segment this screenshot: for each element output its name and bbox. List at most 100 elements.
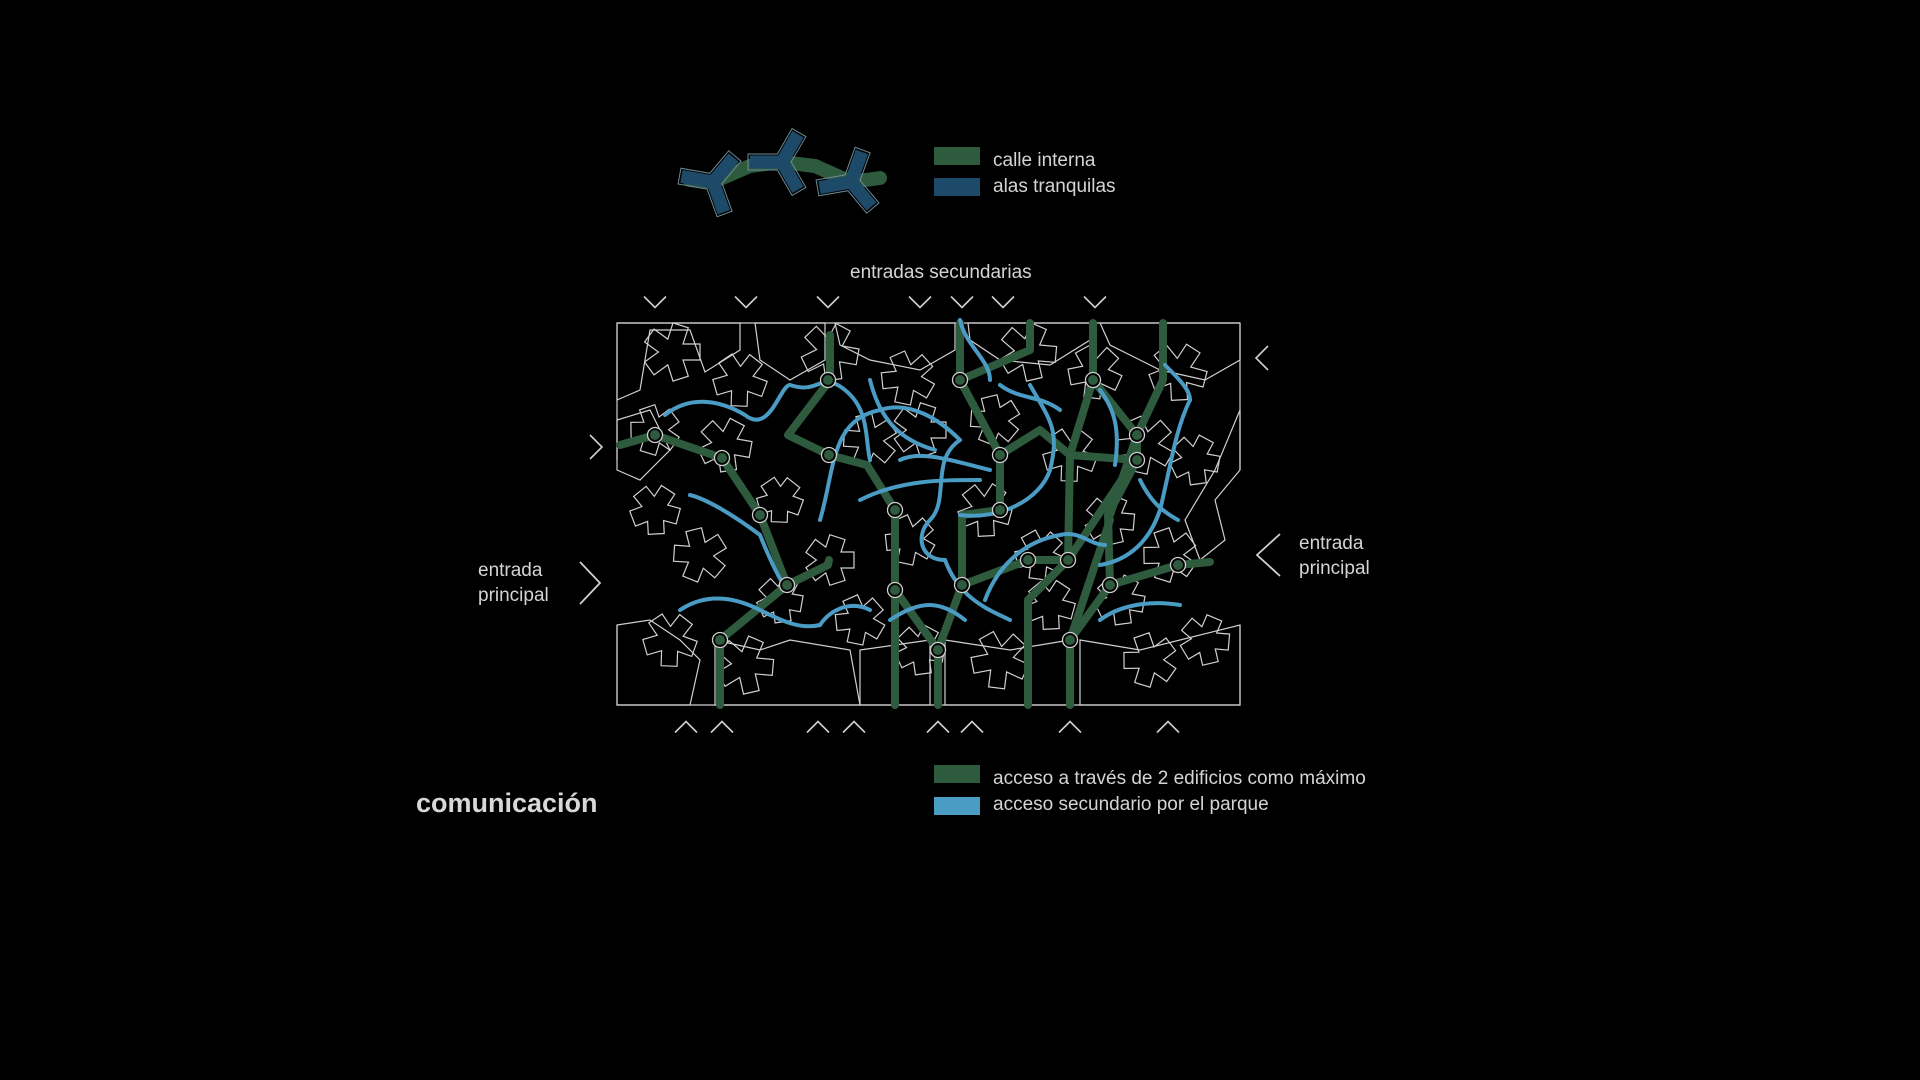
secondary-entrances-label: entradas secundarias — [850, 262, 1032, 283]
legend-label-quiet-wings: alas tranquilas — [993, 176, 1116, 197]
park-path — [983, 531, 1107, 602]
secondary-entrance-arrow-up — [926, 720, 950, 734]
building-cluster-icon — [677, 127, 887, 218]
park-path — [663, 383, 792, 422]
park-path — [858, 478, 982, 502]
building-outline — [1179, 614, 1231, 666]
street-node-fill — [823, 375, 833, 385]
internal-streets — [616, 319, 1214, 709]
secondary-entrance-arrow-up — [806, 720, 830, 734]
park-path — [868, 378, 937, 452]
building-outline — [697, 417, 753, 473]
park-path — [958, 318, 992, 382]
block-outline — [834, 322, 956, 371]
internal-street — [1106, 558, 1214, 589]
legend-label-access-buildings: acceso a través de 2 edificios como máxi… — [993, 768, 1366, 789]
secondary-entrance-arrow-up — [842, 720, 866, 734]
main-entrance-left-arrow — [579, 561, 602, 605]
park-path — [1138, 478, 1180, 522]
entrance-arrows — [579, 295, 1281, 734]
internal-street — [716, 581, 791, 709]
internal-street — [616, 431, 726, 462]
icon-wing — [846, 177, 877, 211]
internal-street — [1106, 431, 1141, 519]
main-entrance-right-arrow — [1255, 533, 1281, 577]
street-node-fill — [955, 375, 965, 385]
secondary-entrance-arrow-down — [991, 295, 1015, 309]
icon-wing — [844, 149, 869, 185]
block-outline — [616, 322, 741, 401]
main-entrance-right-label-line1: entrada — [1299, 533, 1364, 554]
park-path — [1098, 388, 1119, 467]
internal-street — [783, 556, 833, 589]
icon-wing — [776, 131, 804, 166]
secondary-entrance-arrow-right — [589, 434, 604, 460]
block-outline — [1184, 409, 1241, 561]
street-node-fill — [1023, 555, 1033, 565]
park-path — [888, 603, 967, 622]
internal-street — [1066, 516, 1114, 644]
building-outline — [1169, 434, 1221, 486]
block-outline — [754, 322, 826, 381]
street-node-fill — [890, 505, 900, 515]
street-node-fill — [933, 645, 943, 655]
block-outline — [714, 639, 861, 706]
secondary-entrance-arrow-down — [908, 295, 932, 309]
building-outline — [642, 613, 698, 667]
building-outline — [643, 322, 701, 382]
main-entrance-left-label-line2: principal — [478, 585, 549, 606]
street-node-fill — [957, 580, 967, 590]
street-node-fill — [755, 510, 765, 520]
park-path — [998, 383, 1062, 412]
icon-wing — [776, 158, 804, 193]
secondary-entrance-arrow-down — [816, 295, 840, 309]
street-node-fill — [1065, 635, 1075, 645]
street-node-fill — [1173, 560, 1183, 570]
secondary-entrance-arrow-up — [960, 720, 984, 734]
icon-wing — [680, 170, 715, 189]
block-outline — [616, 409, 671, 481]
main-entrance-left-label-line1: entrada — [478, 560, 543, 581]
park-path — [788, 380, 872, 462]
building-outline — [800, 322, 860, 382]
building-outline — [628, 484, 682, 536]
park-path — [943, 558, 1012, 622]
icon-building — [747, 127, 807, 197]
park-path — [818, 405, 962, 522]
building-outline — [1148, 343, 1208, 402]
legend-swatch-quiet-wings — [934, 178, 980, 196]
diagram-title: comunicación — [416, 788, 598, 818]
building-outline — [969, 394, 1021, 446]
secondary-entrance-arrow-up — [710, 720, 734, 734]
internal-street — [1024, 319, 1097, 709]
legend-swatch-access-buildings — [934, 765, 980, 783]
building-outline — [712, 353, 768, 407]
legend-label-park-access: acceso secundario por el parque — [993, 794, 1269, 815]
street-node-fill — [1063, 555, 1073, 565]
park-path — [678, 596, 822, 629]
street-node-fill — [1132, 430, 1142, 440]
icon-wing — [706, 179, 731, 215]
park-path — [688, 493, 762, 537]
street-nodes — [646, 371, 1187, 659]
street-node-fill — [715, 635, 725, 645]
icon-building — [677, 150, 742, 218]
secondary-entrance-arrow-up — [674, 720, 698, 734]
internal-street — [825, 451, 899, 709]
street-node-fill — [824, 450, 834, 460]
park-path — [1163, 363, 1192, 402]
building-outline — [672, 527, 728, 583]
main-entrance-right-label-line2: principal — [1299, 558, 1370, 579]
secondary-entrance-arrow-down — [1083, 295, 1107, 309]
street-node-fill — [995, 505, 1005, 515]
street-node-fill — [782, 580, 792, 590]
street-node-fill — [890, 585, 900, 595]
building-outline — [884, 514, 936, 566]
building-outline — [834, 594, 886, 646]
legend-swatch-park-access — [934, 797, 980, 815]
legend-label-internal-street: calle interna — [993, 150, 1096, 171]
block-outline — [1079, 624, 1241, 706]
icon-outline — [815, 146, 880, 214]
secondary-entrance-arrow-down — [950, 295, 974, 309]
